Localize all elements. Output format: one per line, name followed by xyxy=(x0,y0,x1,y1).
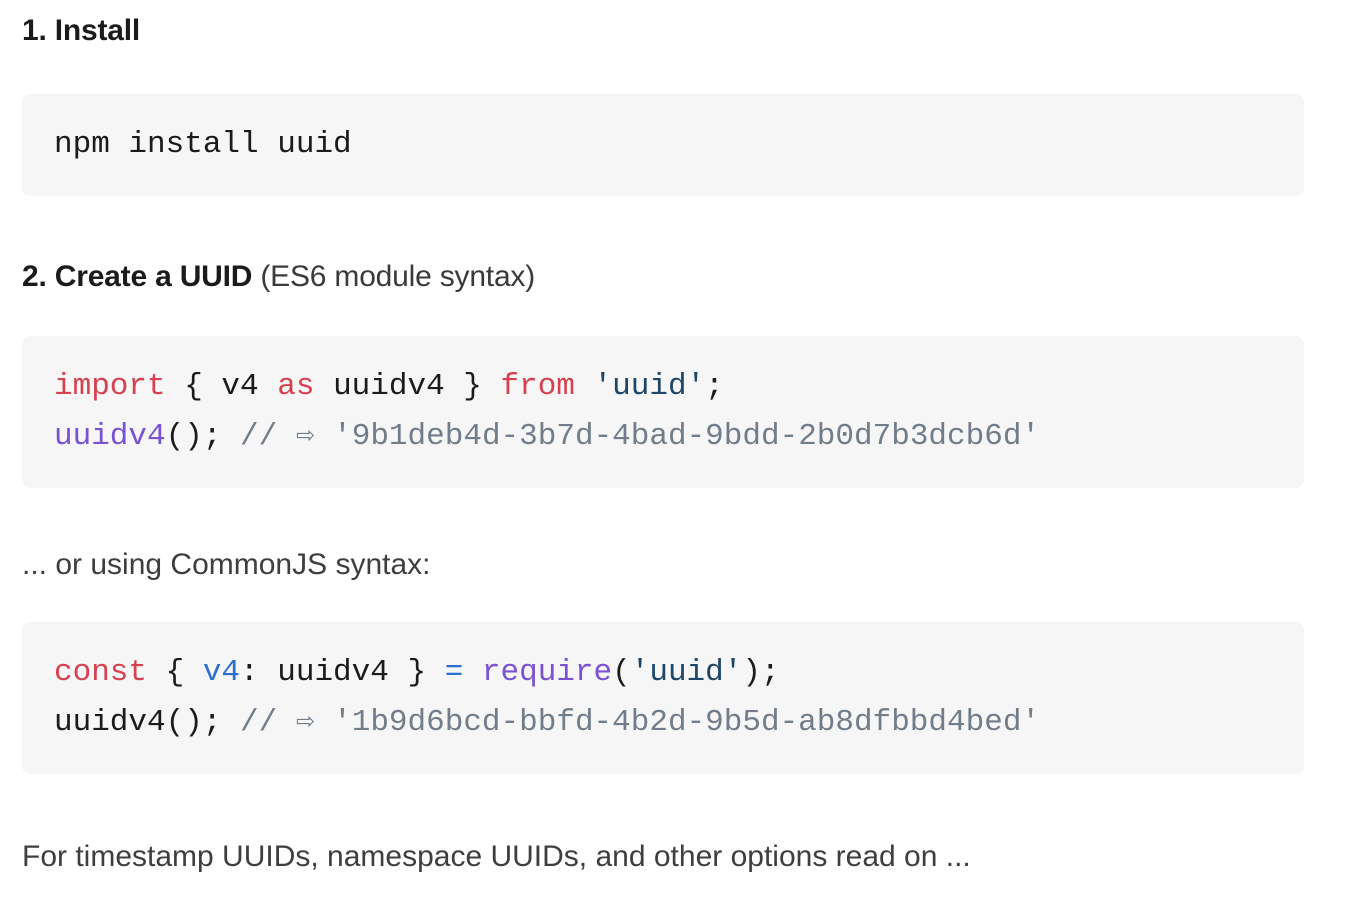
code-token-plain: (); xyxy=(165,419,241,454)
code-token-plain: ; xyxy=(705,369,724,404)
code-token-string: 'uuid' xyxy=(630,655,743,690)
code-token-comment: // ⇨ '9b1deb4d-3b7d-4bad-9bdd-2b0d7b3dcb… xyxy=(240,419,1041,454)
code-token-plain: ( xyxy=(612,655,631,690)
code-block-npm-install: npm install uuid xyxy=(22,94,1304,196)
code-token-keyword: import xyxy=(54,369,166,404)
code-token-plain: { xyxy=(147,655,203,690)
code-token-plain: ); xyxy=(742,655,780,690)
code-token-plain: uuidv4 } xyxy=(314,369,501,404)
create-uuid-heading-bold: 2. Create a UUID xyxy=(22,260,253,293)
install-section-heading: 1. Install xyxy=(22,12,1304,50)
install-heading-text: 1. Install xyxy=(22,14,141,47)
code-token-plain xyxy=(463,655,482,690)
code-token-plain: : uuidv4 } xyxy=(240,655,445,690)
code-line: uuidv4(); // ⇨ '9b1deb4d-3b7d-4bad-9bdd-… xyxy=(54,412,1272,462)
code-block-commonjs-example: const { v4: uuidv4 } = require('uuid');u… xyxy=(22,622,1304,774)
code-token-function: uuidv4 xyxy=(54,419,166,454)
create-uuid-section-heading: 2. Create a UUID (ES6 module syntax) xyxy=(22,258,1304,296)
code-token-blue: = xyxy=(444,655,464,690)
code-token-keyword: as xyxy=(277,369,315,404)
code-token-keyword: const xyxy=(54,655,148,690)
code-line: import { v4 as uuidv4 } from 'uuid'; xyxy=(54,362,1272,412)
code-token-blue: v4 xyxy=(202,655,241,690)
footer-paragraph: For timestamp UUIDs, namespace UUIDs, an… xyxy=(22,840,971,873)
code-line: npm install uuid xyxy=(54,120,1272,170)
code-token-function: require xyxy=(481,655,613,690)
code-line: const { v4: uuidv4 } = require('uuid'); xyxy=(54,648,1272,698)
create-uuid-heading-note: (ES6 module syntax) xyxy=(252,260,536,293)
code-line: uuidv4(); // ⇨ '1b9d6bcd-bbfd-4b2d-9b5d-… xyxy=(54,698,1272,748)
code-token-plain xyxy=(575,369,594,404)
code-token-comment: // ⇨ '1b9d6bcd-bbfd-4b2d-9b5d-ab8dfbbd4b… xyxy=(240,705,1041,740)
code-token-plain: uuidv4(); xyxy=(54,705,241,740)
code-token-string: 'uuid' xyxy=(593,369,706,404)
code-block-es6-example: import { v4 as uuidv4 } from 'uuid';uuid… xyxy=(22,336,1304,488)
code-token-plain: { v4 xyxy=(165,369,278,404)
code-token-plain: npm install uuid xyxy=(54,127,352,162)
commonjs-intro-paragraph: ... or using CommonJS syntax: xyxy=(22,548,431,581)
code-token-keyword: from xyxy=(500,369,575,404)
